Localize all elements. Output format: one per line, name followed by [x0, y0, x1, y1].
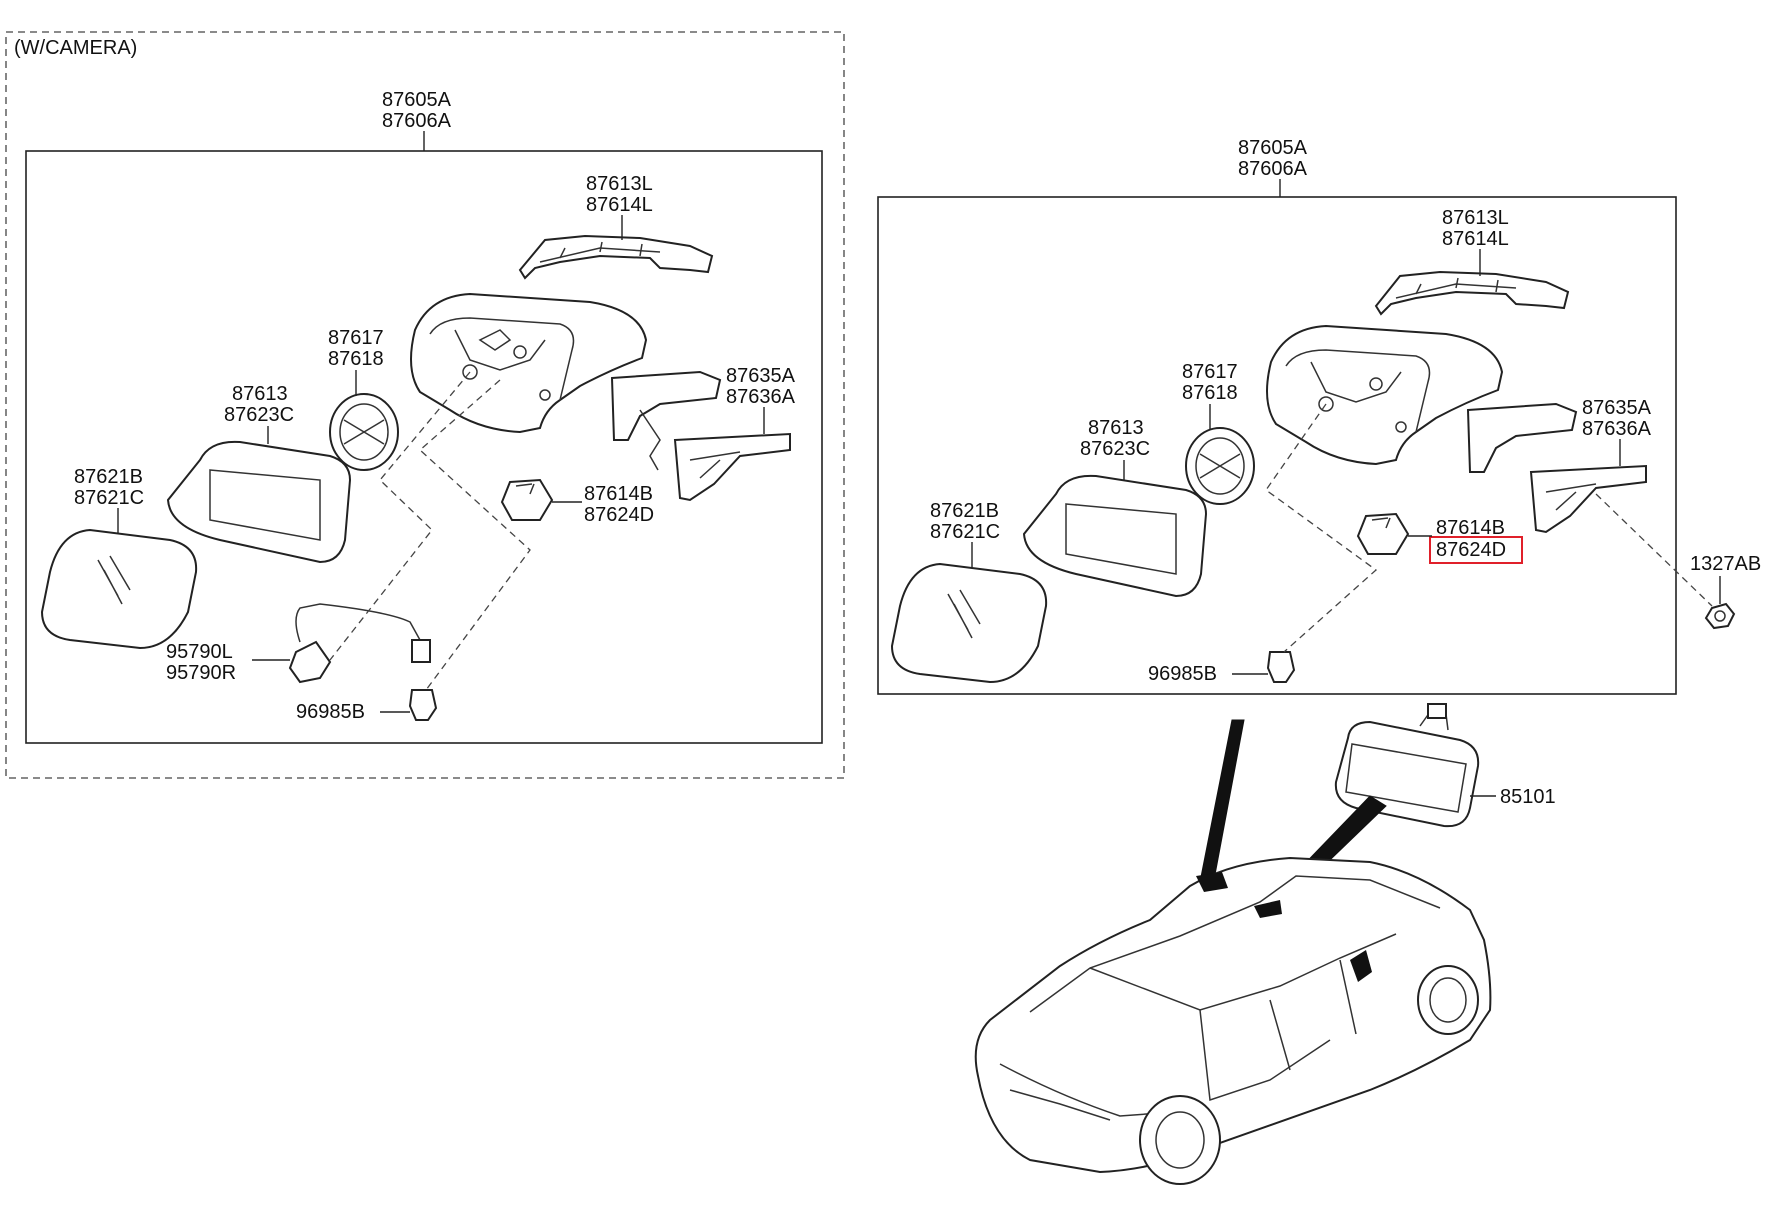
right-garnish-label[interactable]: 87635A 87636A: [1582, 397, 1652, 440]
right-routing-line-connector: [1265, 403, 1378, 653]
inside-mirror-label[interactable]: 85101: [1500, 786, 1556, 808]
svg-text:87614L: 87614L: [586, 194, 653, 216]
svg-text:87613L: 87613L: [586, 173, 653, 195]
left-mirror-housing-part: [410, 292, 648, 434]
svg-text:87623C: 87623C: [224, 404, 294, 426]
right-assembly-label[interactable]: 87605A 87606A: [1238, 137, 1308, 180]
right-cover-label[interactable]: 87613L 87614L: [1442, 207, 1509, 250]
svg-text:87614L: 87614L: [1442, 228, 1509, 250]
svg-text:87621C: 87621C: [74, 487, 144, 509]
left-garnish-label[interactable]: 87635A 87636A: [726, 365, 796, 408]
left-connector-label[interactable]: 96985B: [296, 701, 365, 723]
left-camera-part: [288, 603, 431, 684]
pointer-wedge-outside-mirror: [1199, 719, 1245, 883]
svg-text:95790R: 95790R: [166, 662, 236, 684]
left-mirror-scalp-part: [166, 440, 352, 564]
svg-text:87605A: 87605A: [382, 89, 452, 111]
svg-text:87621B: 87621B: [930, 500, 999, 522]
svg-text:85101: 85101: [1500, 786, 1556, 808]
left-mirror-glass-part: [40, 528, 198, 650]
svg-text:87606A: 87606A: [1238, 158, 1308, 180]
right-lamp-label[interactable]: 87614B 87624D: [1436, 517, 1506, 561]
right-actuator-part: [1185, 427, 1255, 505]
inside-mirror-part: [1334, 703, 1480, 828]
left-cover-label[interactable]: 87613L 87614L: [586, 173, 653, 216]
svg-text:87624D: 87624D: [1436, 539, 1506, 561]
highlight-box: [1429, 536, 1523, 564]
right-connector-part: [1266, 651, 1296, 683]
camera-variant-frame: [5, 31, 845, 779]
left-glass-label[interactable]: 87621B 87621C: [74, 466, 144, 509]
right-glass-label[interactable]: 87621B 87621C: [930, 500, 1000, 543]
svg-text:87636A: 87636A: [1582, 418, 1652, 440]
svg-text:87635A: 87635A: [1582, 397, 1652, 419]
svg-text:1327AB: 1327AB: [1690, 553, 1761, 575]
left-mirror-cover-part: [518, 234, 714, 280]
svg-text:87624D: 87624D: [584, 504, 654, 526]
svg-text:87606A: 87606A: [382, 110, 452, 132]
right-actuator-label[interactable]: 87617 87618: [1182, 361, 1238, 404]
left-lamp-label[interactable]: 87614B 87624D: [584, 483, 654, 526]
svg-text:87614B: 87614B: [1436, 517, 1505, 539]
svg-text:87613: 87613: [232, 383, 288, 405]
svg-text:95790L: 95790L: [166, 641, 233, 663]
svg-text:87621B: 87621B: [74, 466, 143, 488]
svg-text:96985B: 96985B: [296, 701, 365, 723]
left-garnish-part: [610, 370, 791, 502]
right-mirror-scalp-part: [1022, 474, 1208, 598]
svg-text:87617: 87617: [1182, 361, 1238, 383]
left-actuator-label[interactable]: 87617 87618: [328, 327, 384, 370]
svg-text:87635A: 87635A: [726, 365, 796, 387]
svg-text:87623C: 87623C: [1080, 438, 1150, 460]
right-mirror-housing-part: [1266, 324, 1504, 466]
vehicle-illustration: [974, 719, 1492, 1185]
right-mirror-glass-part: [890, 562, 1048, 684]
camera-variant-label: (W/CAMERA): [14, 37, 137, 59]
svg-text:87613: 87613: [1088, 417, 1144, 439]
left-routing-line-connector: [419, 379, 531, 691]
right-lamp-part: [1356, 512, 1410, 555]
left-assembly-label[interactable]: 87605A 87606A: [382, 89, 452, 132]
svg-text:87605A: 87605A: [1238, 137, 1308, 159]
svg-text:87614B: 87614B: [584, 483, 653, 505]
left-camera-label[interactable]: 95790L 95790R: [166, 641, 236, 684]
right-mirror-cover-part: [1374, 270, 1570, 316]
svg-text:96985B: 96985B: [1148, 663, 1217, 685]
svg-text:87617: 87617: [328, 327, 384, 349]
left-scalp-label[interactable]: 87613 87623C: [224, 383, 294, 426]
right-assembly-box: [877, 196, 1677, 695]
svg-text:87618: 87618: [328, 348, 384, 370]
left-lamp-part: [500, 478, 554, 521]
right-nut-routing-line: [1595, 493, 1713, 607]
svg-text:87613L: 87613L: [1442, 207, 1509, 229]
svg-text:87621C: 87621C: [930, 521, 1000, 543]
right-scalp-label[interactable]: 87613 87623C: [1080, 417, 1150, 460]
right-connector-label[interactable]: 96985B: [1148, 663, 1217, 685]
right-garnish-part: [1466, 402, 1647, 534]
left-connector-part: [408, 689, 438, 721]
right-nut-part: [1704, 602, 1736, 630]
svg-text:87618: 87618: [1182, 382, 1238, 404]
right-nut-label[interactable]: 1327AB: [1690, 553, 1761, 575]
svg-text:87636A: 87636A: [726, 386, 796, 408]
left-actuator-part: [329, 393, 399, 471]
